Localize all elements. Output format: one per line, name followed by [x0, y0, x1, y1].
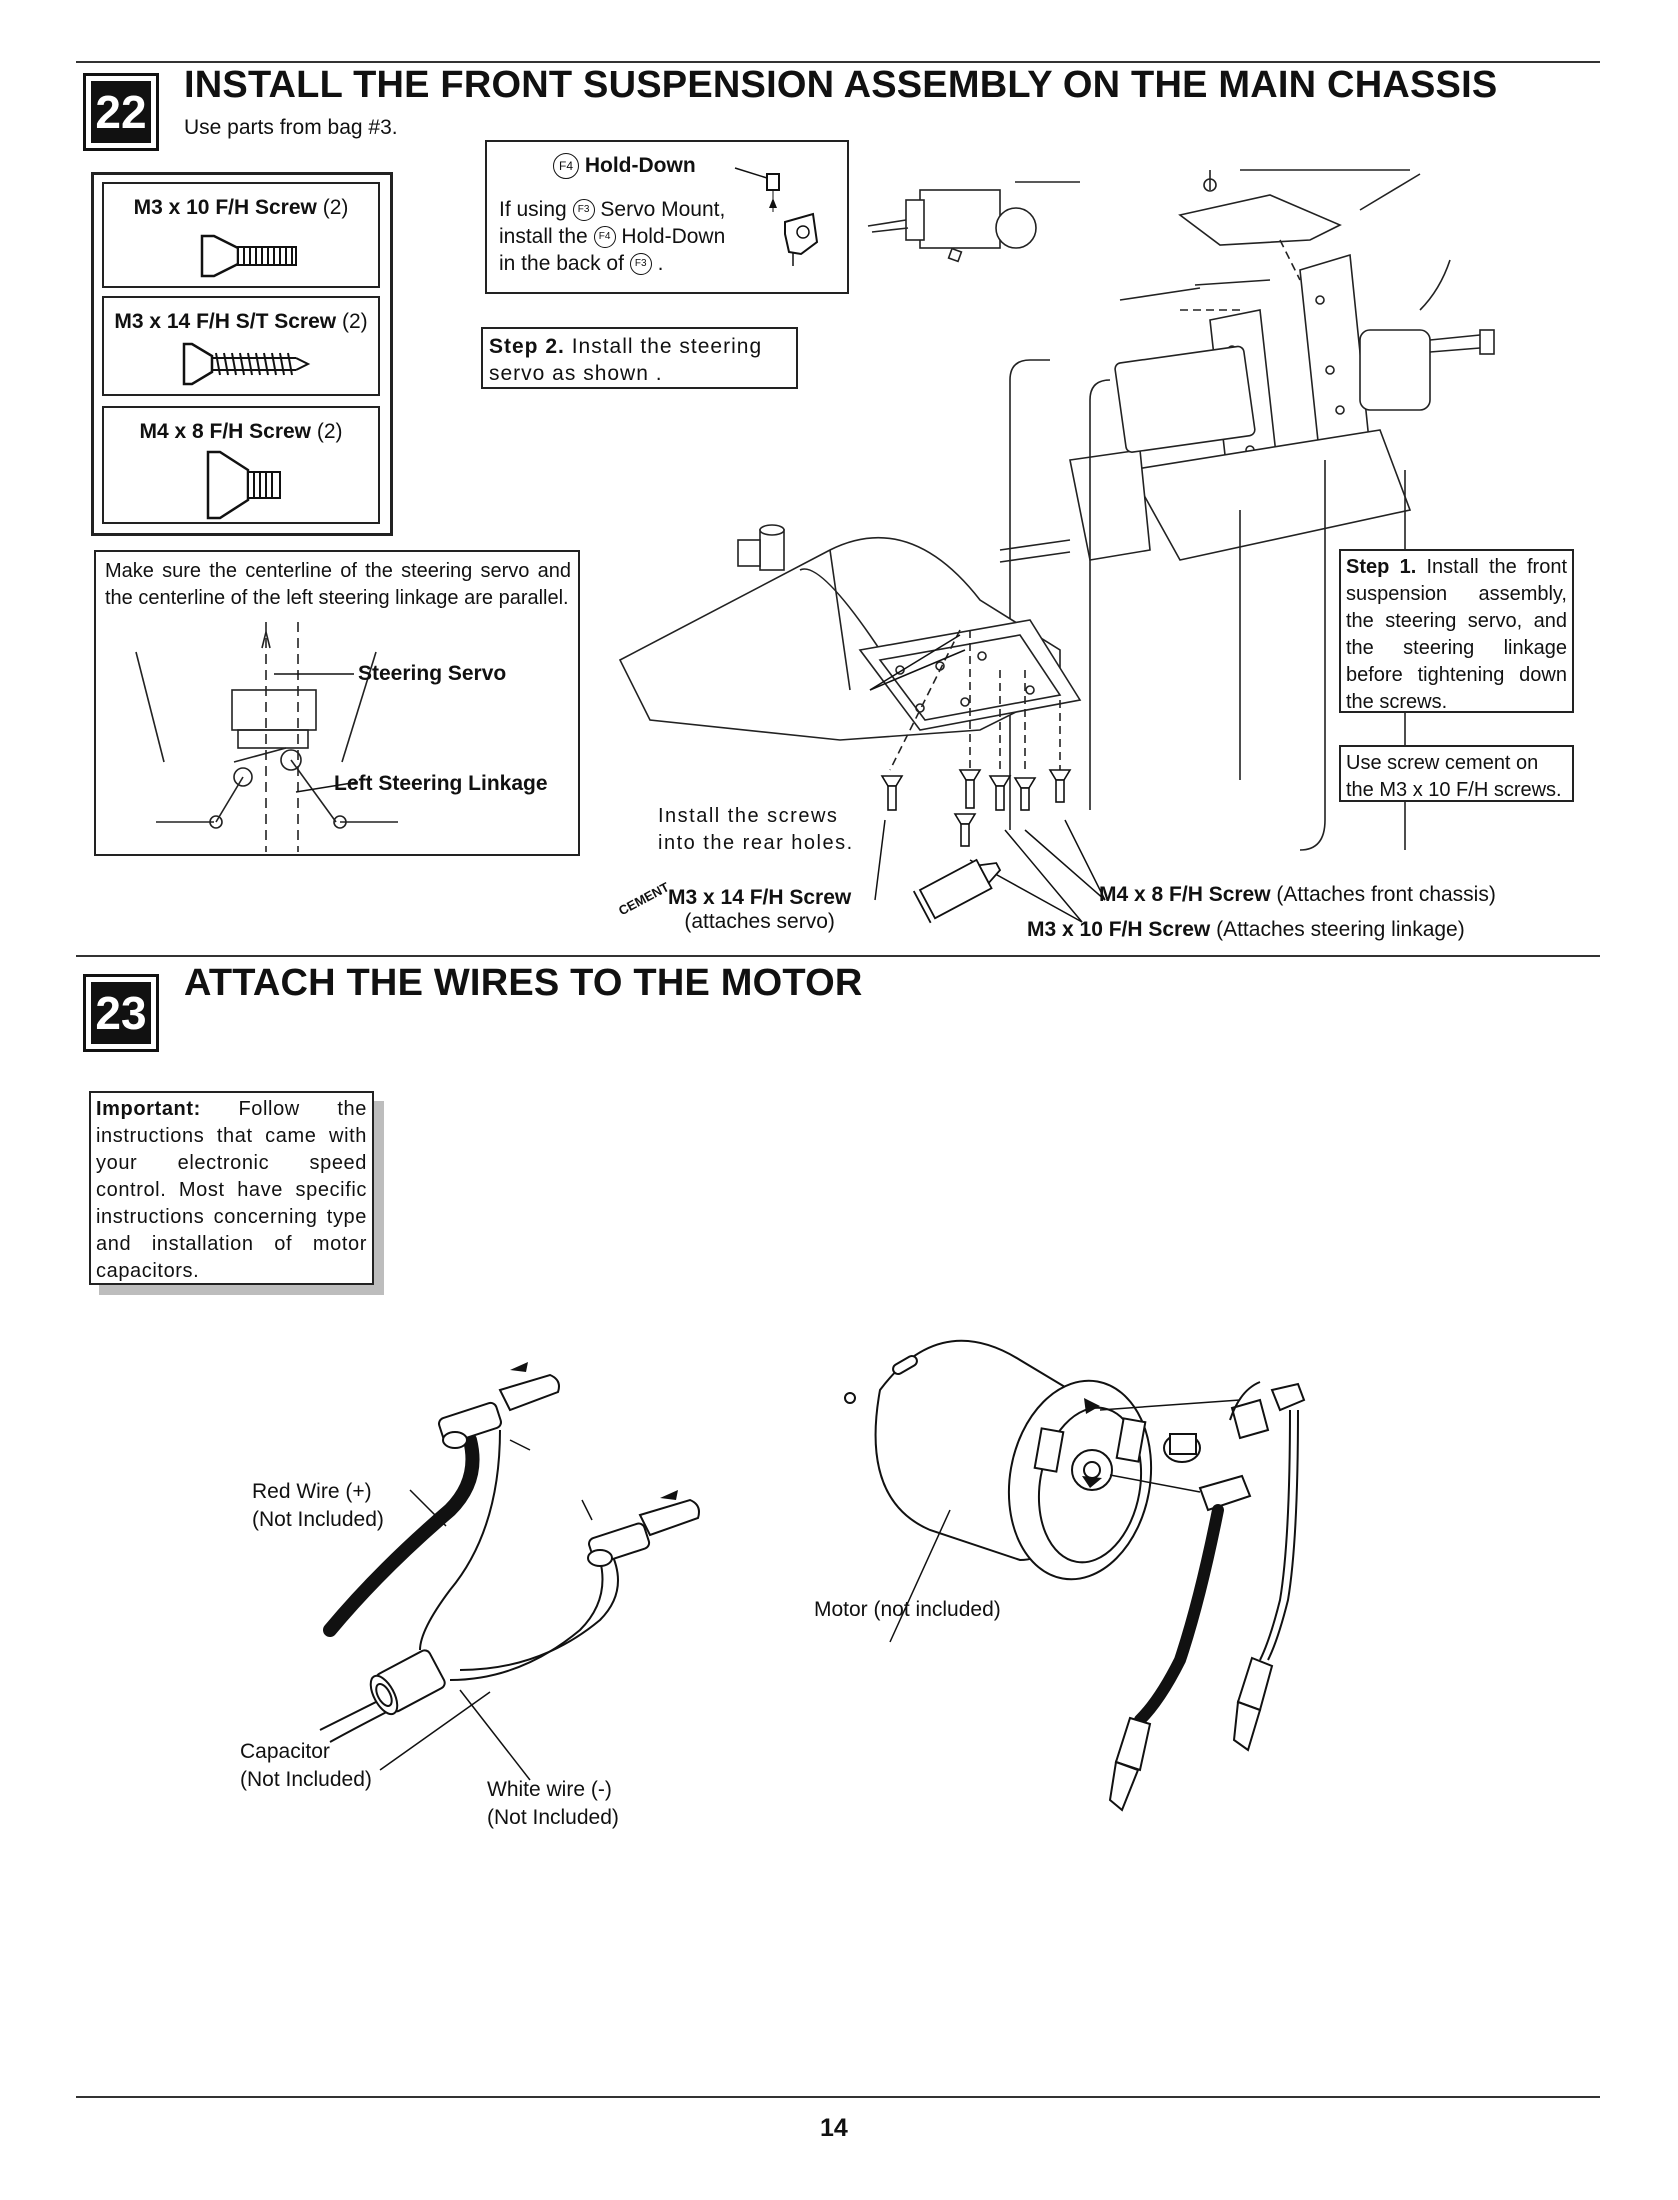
part-qty: (2): [316, 420, 343, 443]
part-m3x10-screw: M3 x 10 F/H Screw (2): [102, 182, 380, 288]
step1-label: Step 1.: [1346, 556, 1417, 578]
step2-text: Install the steering servo as shown .: [489, 335, 763, 385]
part-qty: (2): [341, 310, 368, 333]
rear-holes-note: Install the screws into the rear holes.: [658, 805, 854, 854]
part-name: M3 x 14 F/H S/T Screw: [114, 310, 337, 333]
holddown-title: Hold-Down: [584, 154, 696, 177]
cement-note-text: Use screw cement on the M3 x 10 F/H scre…: [1346, 752, 1562, 801]
step-subtitle: Use parts from bag #3.: [184, 116, 398, 139]
motor-illustration: [844, 1339, 1306, 1812]
servo-linkage-diagram: [135, 622, 398, 852]
step-number-badge: 22: [83, 73, 159, 151]
important-text: Follow the instructions that came with y…: [96, 1098, 367, 1282]
red-wire-label: Red Wire (+) (Not Included): [252, 1480, 384, 1531]
holddown-callout: F4 Hold-Down If using F3 Servo Mount, in…: [485, 140, 849, 294]
step-title: ATTACH THE WIRES TO THE MOTOR: [184, 962, 863, 1004]
holddown-part-icon: [734, 167, 819, 266]
step-number: 23: [91, 982, 151, 1044]
step2-label: Step 2.: [489, 335, 565, 358]
steering-servo-label: Steering Servo: [358, 662, 507, 685]
part-f4-circle: F4: [553, 153, 579, 180]
important-note: Important: Follow the instructions that …: [89, 1091, 374, 1285]
top-rule: [76, 61, 1600, 63]
centerline-note: Make sure the centerline of the steering…: [105, 560, 571, 609]
cement-note: Use screw cement on the M3 x 10 F/H scre…: [1339, 745, 1574, 802]
holddown-text: If using F3 Servo Mount, install the F4 …: [499, 198, 726, 276]
left-steering-linkage-label: Left Steering Linkage: [334, 772, 548, 795]
page-number: 14: [820, 2114, 848, 2142]
self-tapping-screw-icon: [182, 342, 311, 386]
step-number: 22: [91, 81, 151, 143]
step-title: INSTALL THE FRONT SUSPENSION ASSEMBLY ON…: [184, 64, 1498, 106]
part-name: M4 x 8 F/H Screw: [139, 420, 312, 443]
step1-text: Install the front suspension assembly, t…: [1346, 556, 1568, 713]
m4x8-screw-callout: M4 x 8 F/H Screw (Attaches front chassis…: [1099, 883, 1496, 906]
step2-note: Step 2. Install the steering servo as sh…: [481, 327, 798, 389]
part-name: M3 x 10 F/H Screw: [133, 196, 317, 219]
m3x14-screw-callout: M3 x 14 F/H Screw (attaches servo): [668, 886, 852, 933]
flat-head-screw-icon: [206, 450, 281, 520]
part-qty: (2): [322, 196, 349, 219]
wires-capacitor-illustration: [319, 1362, 700, 1781]
footer-rule: [76, 2096, 1600, 2098]
section-rule: [76, 955, 1600, 957]
m3x10-screw-callout: M3 x 10 F/H Screw (Attaches steering lin…: [1027, 918, 1465, 941]
front-suspension-chassis-illustration: [618, 169, 1495, 924]
step-number-badge: 23: [83, 974, 159, 1052]
centerline-note-box: Make sure the centerline of the steering…: [94, 550, 580, 856]
motor-label: Motor (not included): [814, 1598, 1001, 1621]
part-m3x14-st-screw: M3 x 14 F/H S/T Screw (2): [102, 296, 380, 396]
white-wire-label: White wire (-) (Not Included): [487, 1778, 619, 1829]
capacitor-label: Capacitor (Not Included): [240, 1740, 372, 1791]
important-label: Important:: [96, 1098, 201, 1120]
step1-note: Step 1. Install the front suspension ass…: [1339, 549, 1574, 713]
flat-head-screw-icon: [200, 234, 297, 278]
part-m4x8-screw: M4 x 8 F/H Screw (2): [102, 406, 380, 524]
